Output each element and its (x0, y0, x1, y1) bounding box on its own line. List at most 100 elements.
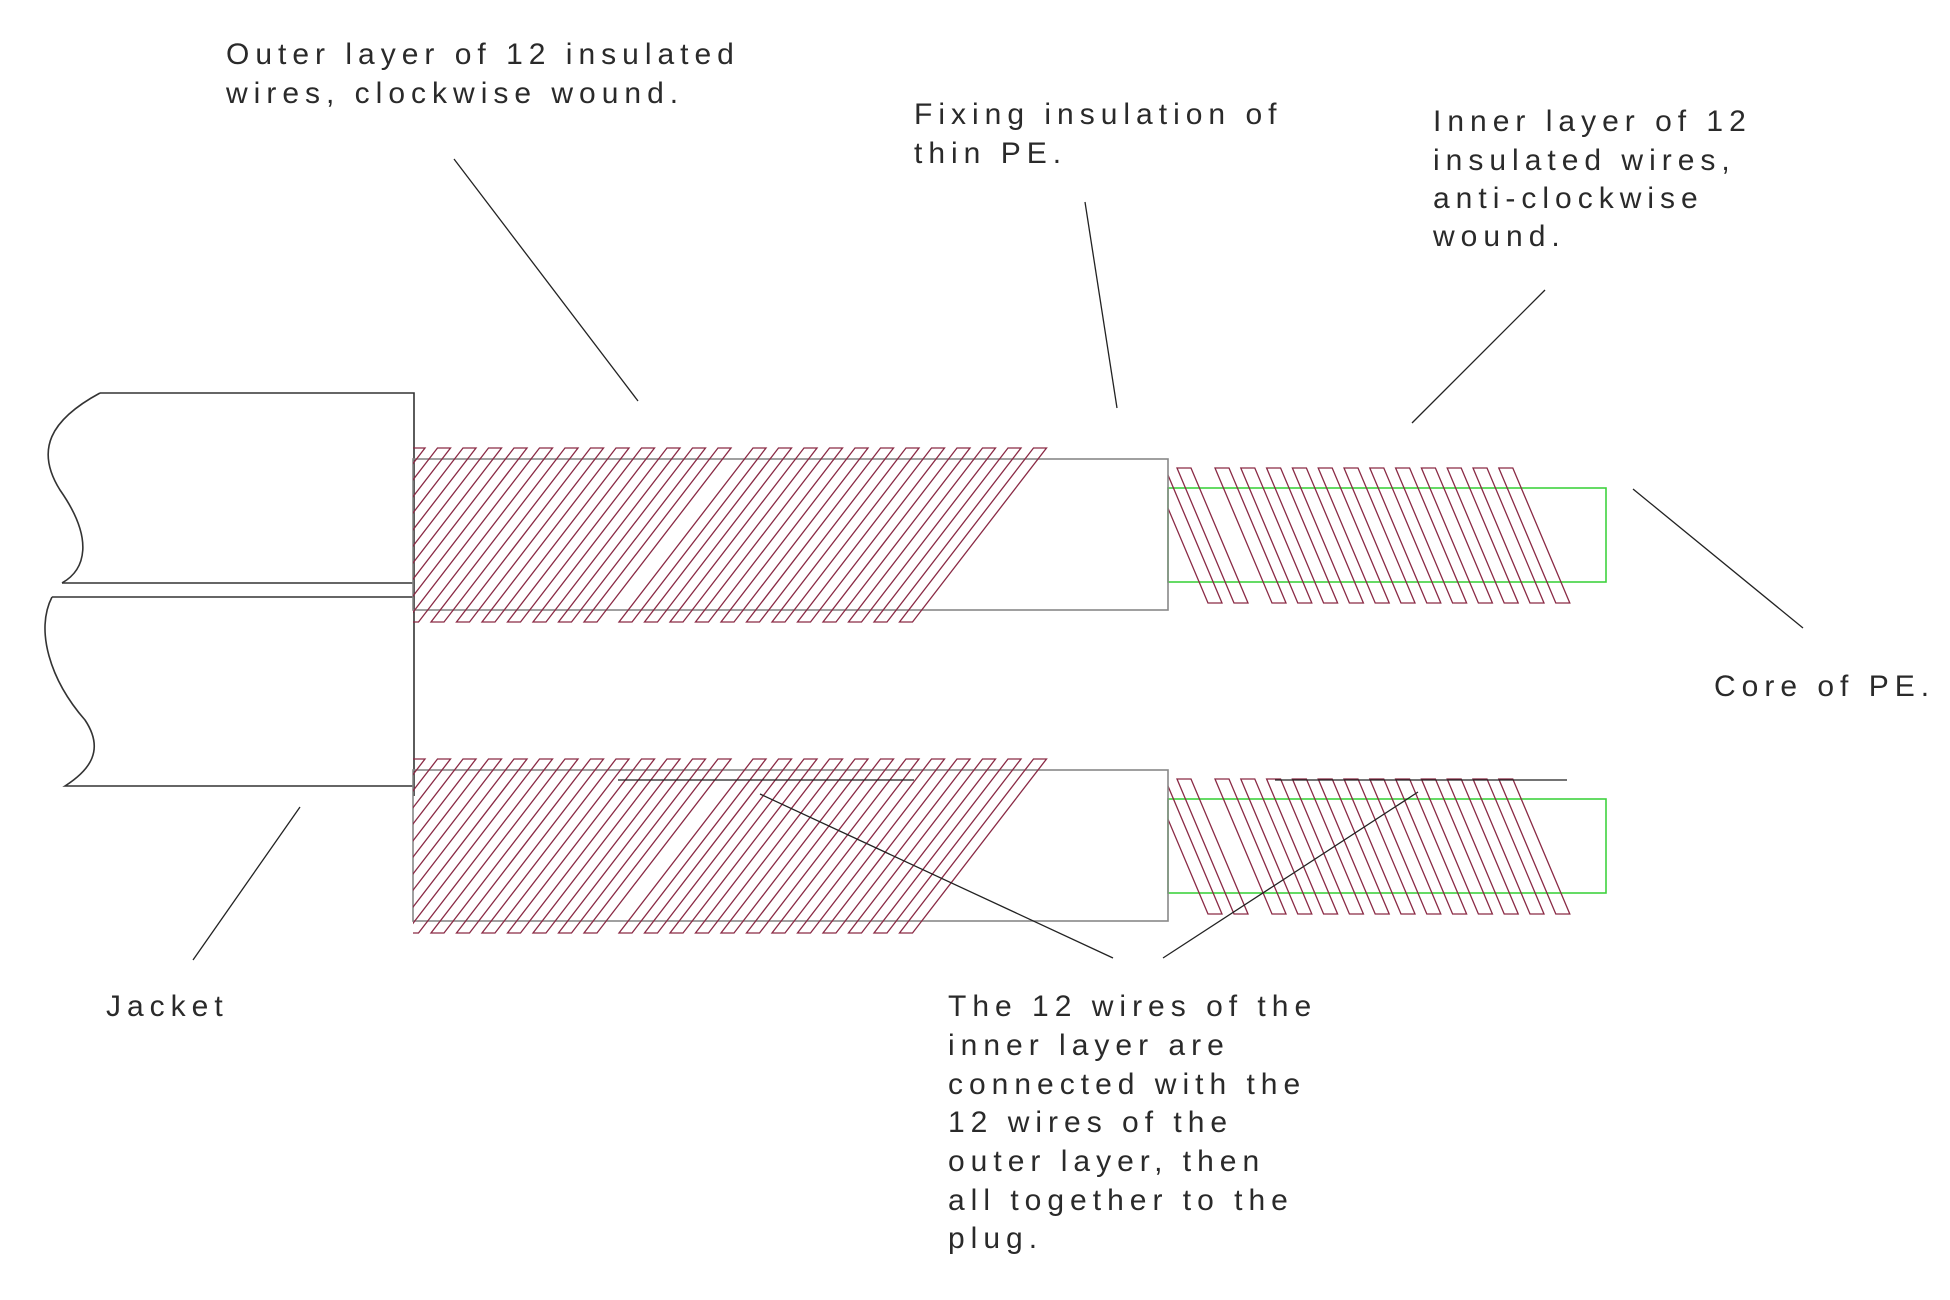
outer-wire (531, 758, 682, 934)
inner-wire (1472, 778, 1545, 915)
outer-wire (796, 447, 946, 623)
inner-wire (1394, 467, 1468, 604)
inner-wire (1239, 467, 1313, 604)
outer-wire (719, 758, 870, 934)
outer-wire (770, 758, 921, 934)
outer-wire (796, 758, 946, 934)
outer-wire (872, 447, 1023, 623)
inner-wire (1265, 467, 1339, 604)
inner-wire (1446, 467, 1520, 604)
outer-wire (643, 758, 793, 934)
outer-wire (455, 447, 605, 623)
outer-wire (531, 447, 682, 623)
inner-wire (1420, 467, 1494, 604)
outer-wire (413, 447, 427, 465)
cable-lower (412, 758, 1607, 934)
outer-wire (745, 758, 895, 934)
inner-wire (1317, 778, 1391, 915)
cable-upper (412, 447, 1607, 623)
inner-wire (1214, 467, 1287, 604)
inner-wire-layer (1168, 467, 1571, 604)
outer-wire (413, 447, 478, 531)
outer-wire-layer (413, 447, 1048, 623)
outer-wire (847, 758, 997, 934)
label-jacket: Jacket (106, 990, 229, 1023)
inner-wire (1472, 467, 1545, 604)
outer-wire (413, 758, 478, 842)
outer-wire (413, 758, 529, 909)
outer-wire (455, 758, 605, 934)
outer-wire (770, 447, 921, 623)
outer-wire (413, 447, 452, 498)
outer-wire (429, 447, 580, 623)
leader-inner-layer (1411, 289, 1546, 424)
inner-wire (1446, 778, 1520, 915)
outer-wire (668, 758, 819, 934)
leader-note-left (759, 793, 1114, 959)
outer-wire (413, 758, 503, 875)
leader-note-right (1162, 791, 1419, 959)
inner-wire (1291, 778, 1365, 915)
label-fixing-insulation: Fixing insulation of thin PE. (914, 98, 1297, 170)
label-inner-layer: Inner layer of 12 insulated wires, anti-… (1432, 105, 1766, 253)
outer-wire (413, 758, 427, 776)
jacket (44, 392, 415, 796)
inner-wire (1343, 778, 1416, 915)
inner-wire (1265, 778, 1339, 915)
inner-wire-layer (1168, 778, 1571, 915)
inner-wire (1168, 784, 1223, 915)
outer-wire (413, 758, 452, 809)
outer-wire (745, 447, 895, 623)
outer-wire (694, 447, 844, 623)
inner-wire (1176, 467, 1249, 604)
outer-wire (480, 758, 631, 934)
outer-wire (694, 758, 844, 934)
leader-outer-layer (453, 158, 639, 402)
outer-wire (617, 758, 768, 934)
outer-wire (413, 758, 554, 934)
outer-wire (506, 447, 656, 623)
outer-wire (480, 447, 631, 623)
outer-wire (413, 447, 503, 564)
outer-wire (821, 758, 972, 934)
inner-wire (1420, 778, 1494, 915)
inner-wire (1497, 467, 1571, 604)
leader-jacket (192, 806, 301, 961)
fixing-insulation (412, 458, 1169, 611)
outer-wire (413, 447, 529, 598)
outer-wire (821, 447, 972, 623)
inner-wire (1291, 467, 1365, 604)
outer-wire (668, 447, 819, 623)
inner-wire (1368, 467, 1442, 604)
label-connection-note: The 12 wires of the inner layer are conn… (948, 990, 1331, 1255)
fixing-insulation (412, 769, 1169, 922)
outer-wire-layer (413, 758, 1048, 934)
outer-wire (413, 447, 554, 623)
inner-wire (1497, 778, 1571, 915)
label-core: Core of PE. (1714, 670, 1935, 703)
outer-wire (582, 758, 733, 934)
inner-wire (1168, 473, 1223, 604)
inner-wire (1368, 778, 1442, 915)
inner-wire (1317, 467, 1391, 604)
inner-wire (1394, 778, 1468, 915)
outer-wire (898, 758, 1048, 934)
outer-wire (429, 758, 580, 934)
outer-wire (719, 447, 870, 623)
outer-wire (643, 447, 793, 623)
leader-core (1632, 488, 1804, 629)
inner-wire (1214, 778, 1287, 915)
outer-wire (557, 758, 707, 934)
outer-wire (582, 447, 733, 623)
inner-wire (1176, 778, 1249, 915)
label-outer-layer: Outer layer of 12 insulated wires, clock… (225, 38, 754, 110)
outer-wire (898, 447, 1048, 623)
outer-wire (872, 758, 1023, 934)
leader-fixing-insulation (1084, 201, 1118, 409)
outer-wire (557, 447, 707, 623)
outer-wire (506, 758, 656, 934)
outer-wire (847, 447, 997, 623)
inner-wire (1343, 467, 1416, 604)
inner-wire (1239, 778, 1313, 915)
